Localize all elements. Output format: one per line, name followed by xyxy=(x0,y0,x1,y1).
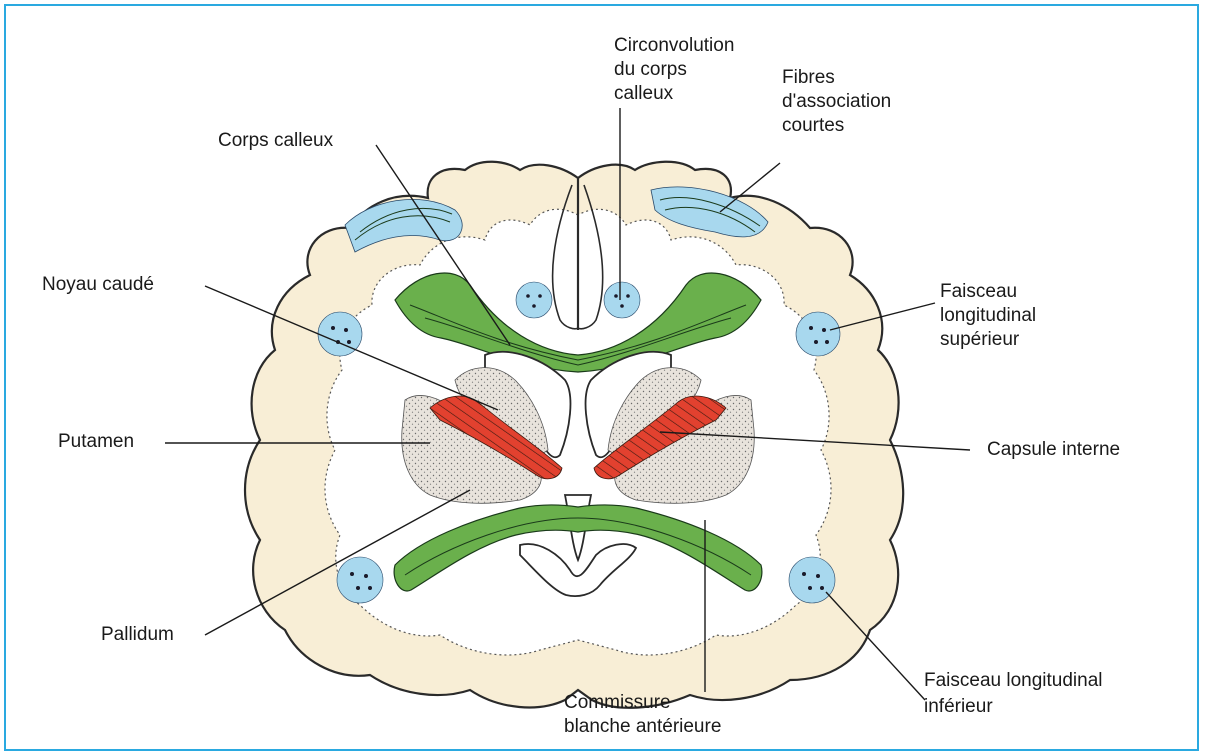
faisceau-sup-right xyxy=(796,312,840,356)
faisceau-inf-left xyxy=(337,557,383,603)
cingulum-right xyxy=(604,282,640,318)
label-putamen: Putamen xyxy=(58,431,134,453)
faisceau-inf-right xyxy=(789,557,835,603)
label-faisceau-sup: Faisceau longitudinal supérieur xyxy=(940,280,1036,352)
label-faisceau-inf: Faisceau longitudinal inférieur xyxy=(924,668,1103,720)
cingulum-left xyxy=(516,282,552,318)
label-commissure: Commissure blanche antérieure xyxy=(564,691,721,739)
label-fibres-association: Fibres d'association courtes xyxy=(782,66,891,138)
label-pallidum: Pallidum xyxy=(101,624,174,646)
label-circonvolution: Circonvolution du corps calleux xyxy=(614,34,734,106)
label-capsule-interne: Capsule interne xyxy=(987,439,1120,461)
label-corps-calleux: Corps calleux xyxy=(218,130,333,152)
label-noyau-caude: Noyau caudé xyxy=(42,274,154,296)
